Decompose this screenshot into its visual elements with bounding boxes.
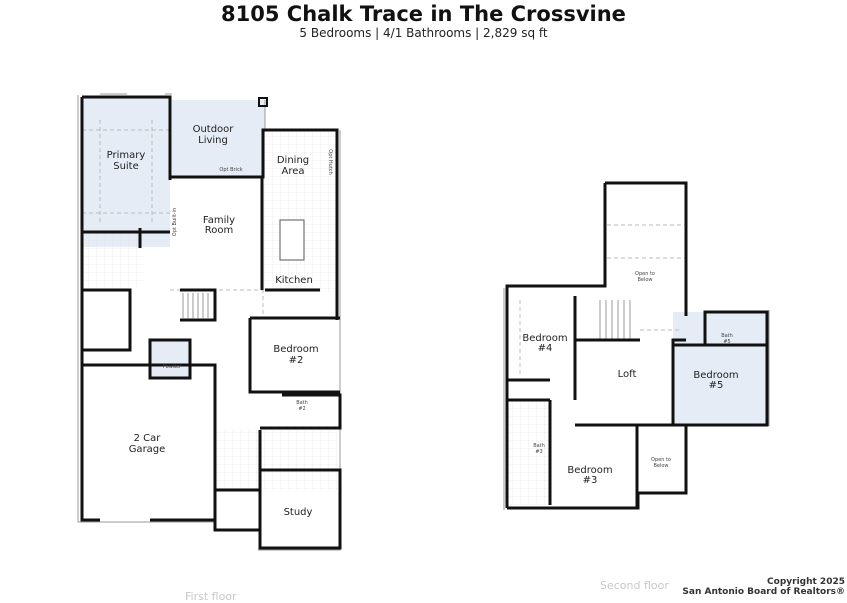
room-label-outdoor-living-2: Living <box>198 135 228 146</box>
room-label-kitchen: Kitchen <box>275 275 313 286</box>
copyright-line-1: Copyright 2025 <box>767 577 845 587</box>
room-label-bath3: Bath <box>533 443 545 449</box>
room-label-powder: Powder <box>163 364 182 370</box>
room-label-dining: Dining <box>277 155 309 166</box>
outdoor-living-area <box>172 100 265 177</box>
room-label-bath2: Bath <box>296 400 308 406</box>
first-floor-labels: Primary Suite Outdoor Living Opt Brick O… <box>107 124 333 518</box>
room-label-open-below: Open to <box>635 271 655 277</box>
room-label-bath5-2: #5 <box>723 339 730 345</box>
page-subtitle: 5 Bedrooms | 4/1 Bathrooms | 2,829 sq ft <box>299 26 548 40</box>
note-opt-builtin: Opt Built-in <box>172 208 178 236</box>
second-floor-labels: Open to Below Bedroom #4 Loft Bedroom #5… <box>522 271 738 486</box>
kitchen-island <box>279 219 305 261</box>
primary-bath-tile <box>84 228 144 288</box>
room-label-bath3-2: #3 <box>535 449 542 455</box>
note-opt-hutch: Opt Hutch <box>327 149 333 174</box>
bath3-tile <box>509 400 549 505</box>
foyer-tile <box>216 430 338 490</box>
room-label-study: Study <box>284 507 313 518</box>
column <box>258 97 268 107</box>
room-label-bedroom5-2: #5 <box>709 380 724 391</box>
room-label-bedroom3-2: #3 <box>583 475 598 486</box>
room-label-bedroom4-2: #4 <box>538 343 553 354</box>
room-label-bedroom2-2: #2 <box>289 355 304 366</box>
room-label-bedroom2: Bedroom <box>273 344 318 355</box>
kitchen-tile <box>263 132 337 292</box>
room-label-family: Family <box>203 215 235 226</box>
room-label-open-below-b-2: Below <box>653 463 668 469</box>
first-floor-label: First floor <box>185 590 237 603</box>
room-label-bath2-2: #2 <box>298 406 305 412</box>
second-floor-plan: Open to Below Bedroom #4 Loft Bedroom #5… <box>503 181 770 510</box>
note-opt-brick: Opt Brick <box>219 167 242 173</box>
room-label-dining-2: Area <box>281 166 304 177</box>
room-label-open-below-b: Open to <box>651 457 671 463</box>
room-label-outdoor-living: Outdoor <box>193 124 235 135</box>
primary-suite-area <box>82 97 170 247</box>
bedroom5-area <box>673 312 767 424</box>
copyright-line-2: San Antonio Board of Realtors® <box>682 587 845 597</box>
room-label-bedroom3: Bedroom <box>567 465 612 476</box>
page-title: 8105 Chalk Trace in The Crossvine <box>221 2 626 26</box>
powder-area <box>151 341 189 377</box>
room-label-open-below-2: Below <box>637 277 652 283</box>
room-label-primary-suite: Primary <box>107 150 146 161</box>
room-label-bedroom5: Bedroom <box>693 370 738 381</box>
room-label-loft: Loft <box>618 369 637 380</box>
room-label-primary-suite-2: Suite <box>113 161 139 172</box>
copyright: Copyright 2025 San Antonio Board of Real… <box>682 577 845 597</box>
room-label-family-2: Room <box>205 225 233 236</box>
room-label-bath5: Bath <box>721 333 733 339</box>
second-floor-label: Second floor <box>600 579 669 592</box>
room-label-bedroom4: Bedroom <box>522 333 567 344</box>
room-label-garage-2: Garage <box>129 444 166 455</box>
first-floor-plan: Primary Suite Outdoor Living Opt Brick O… <box>77 93 342 551</box>
room-label-garage: 2 Car <box>134 433 162 444</box>
